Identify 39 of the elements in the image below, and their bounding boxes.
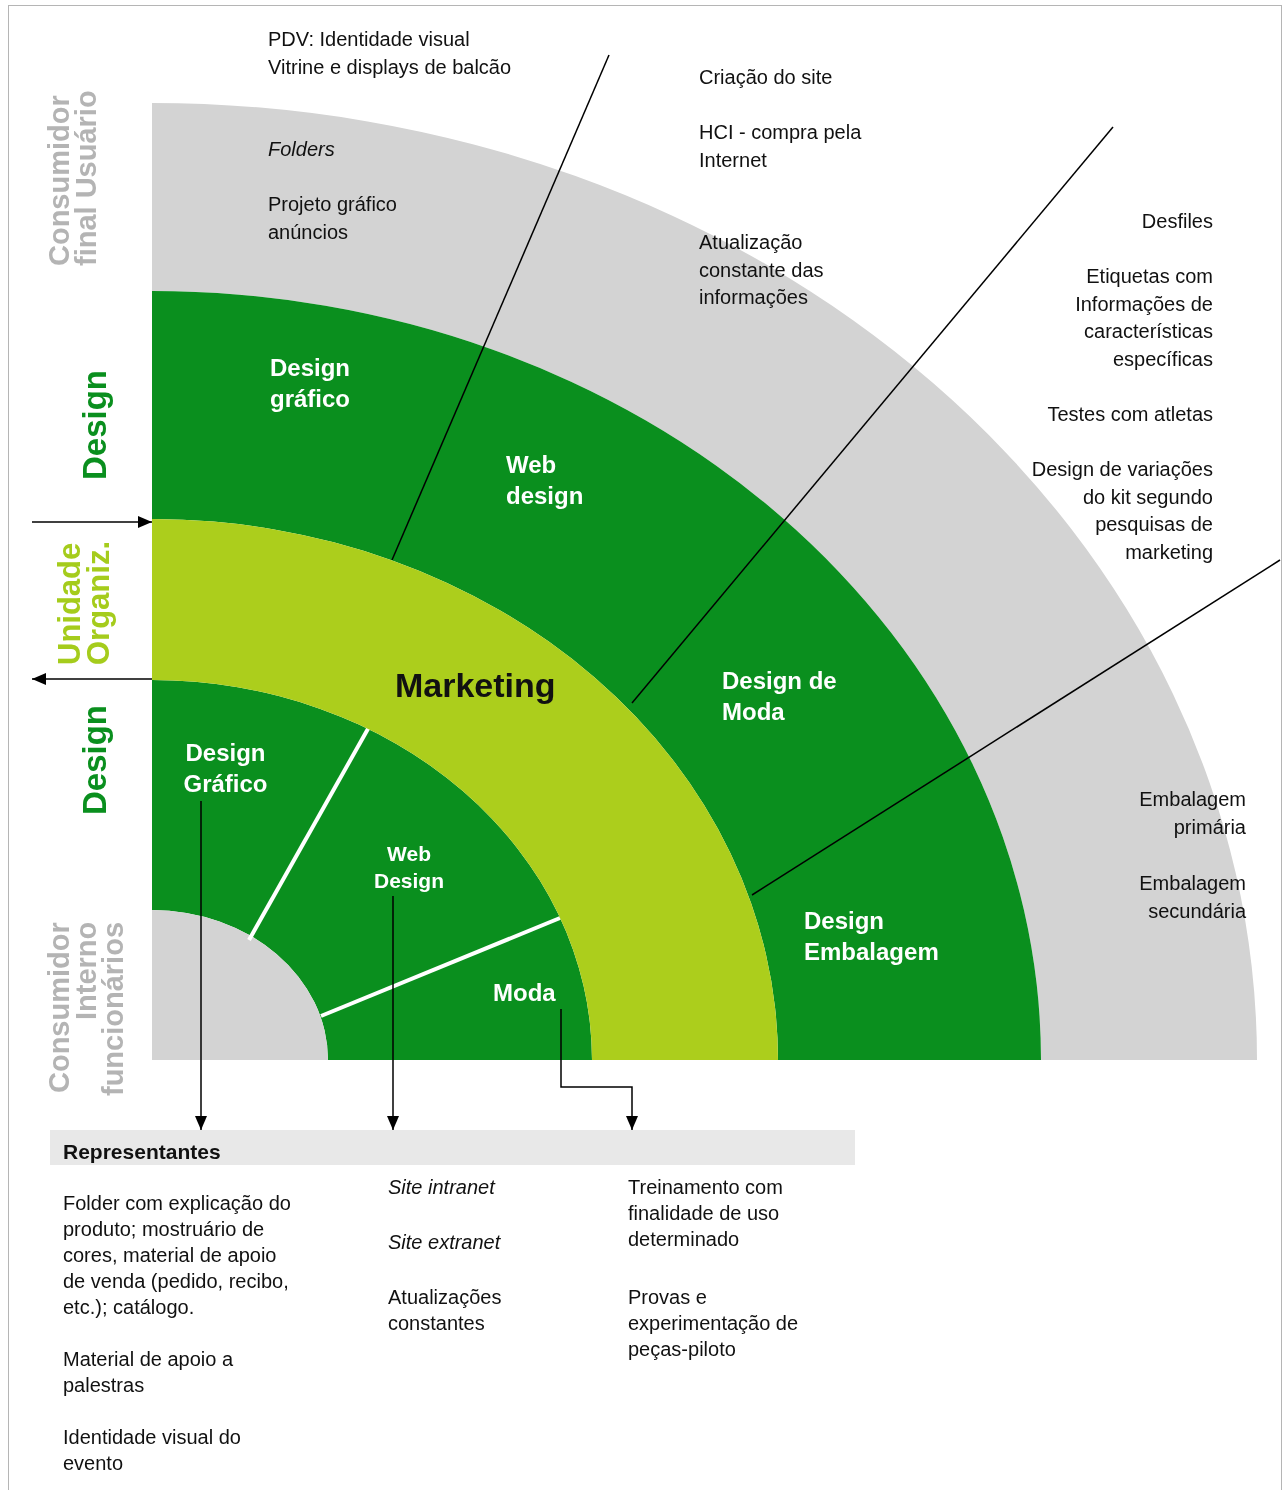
note-text: Desfiles xyxy=(1140,209,1213,234)
note-text: Etiquetas com Informações de características específicas xyxy=(1074,264,1213,372)
arrow xyxy=(31,673,153,685)
arrow xyxy=(560,1008,638,1131)
note-text: Atualização constante das informações xyxy=(699,230,825,310)
note-text: Design de variações do kit segundo pesquisas de marketing xyxy=(1030,457,1213,565)
list-text: Provas e experimentação de peças-piloto xyxy=(628,1285,800,1362)
sector-label: Web design xyxy=(506,449,626,515)
note-text: PDV: Identidade visual Vitrine e displays de balcão xyxy=(268,27,513,80)
side-label: Design xyxy=(80,703,114,815)
arrow xyxy=(31,516,153,528)
sector-label: Moda xyxy=(493,977,565,1009)
arrow xyxy=(195,800,207,1131)
list-text: Site extranet xyxy=(388,1230,502,1255)
note-text: Folders xyxy=(268,137,336,162)
side-label: Design xyxy=(80,368,114,480)
note-text: Testes com atletas xyxy=(1046,402,1213,427)
note-text: Embalagem primária xyxy=(1138,787,1246,840)
side-label: Consumidor Interno funcionários xyxy=(46,922,130,1098)
note-text: HCI - compra pela Internet xyxy=(699,120,863,173)
list-text: Identidade visual do evento xyxy=(63,1425,242,1476)
sector-label: Design de Moda xyxy=(722,665,882,731)
list-text: Material de apoio a palestras xyxy=(63,1347,235,1398)
arrow xyxy=(387,895,399,1131)
note-text: Projeto gráfico anúncios xyxy=(268,192,398,245)
sector-label: Design gráfico xyxy=(270,352,420,418)
band-label: Marketing xyxy=(395,665,556,705)
panel-heading: Representantes xyxy=(50,1130,855,1165)
list-text: Treinamento com finalidade de uso determinado xyxy=(628,1175,784,1252)
list-text: Site intranet xyxy=(388,1175,497,1200)
side-label: Unidade Organiz. xyxy=(56,540,117,665)
sector-label: Design Embalagem xyxy=(804,905,984,971)
sector-label: Web Design xyxy=(358,840,460,896)
side-label: Consumidor final Usuário xyxy=(46,89,103,266)
note-text: Embalagem secundária xyxy=(1138,871,1246,924)
list-text: Folder com explicação do produto; mostruário de cores, material de apoio de venda (pedido, recibo, etc.); catálogo. xyxy=(63,1191,292,1320)
note-text: Criação do site xyxy=(699,65,834,90)
sector-label: Design Gráfico xyxy=(173,737,278,801)
list-text: Atualizações constantes xyxy=(388,1285,503,1336)
